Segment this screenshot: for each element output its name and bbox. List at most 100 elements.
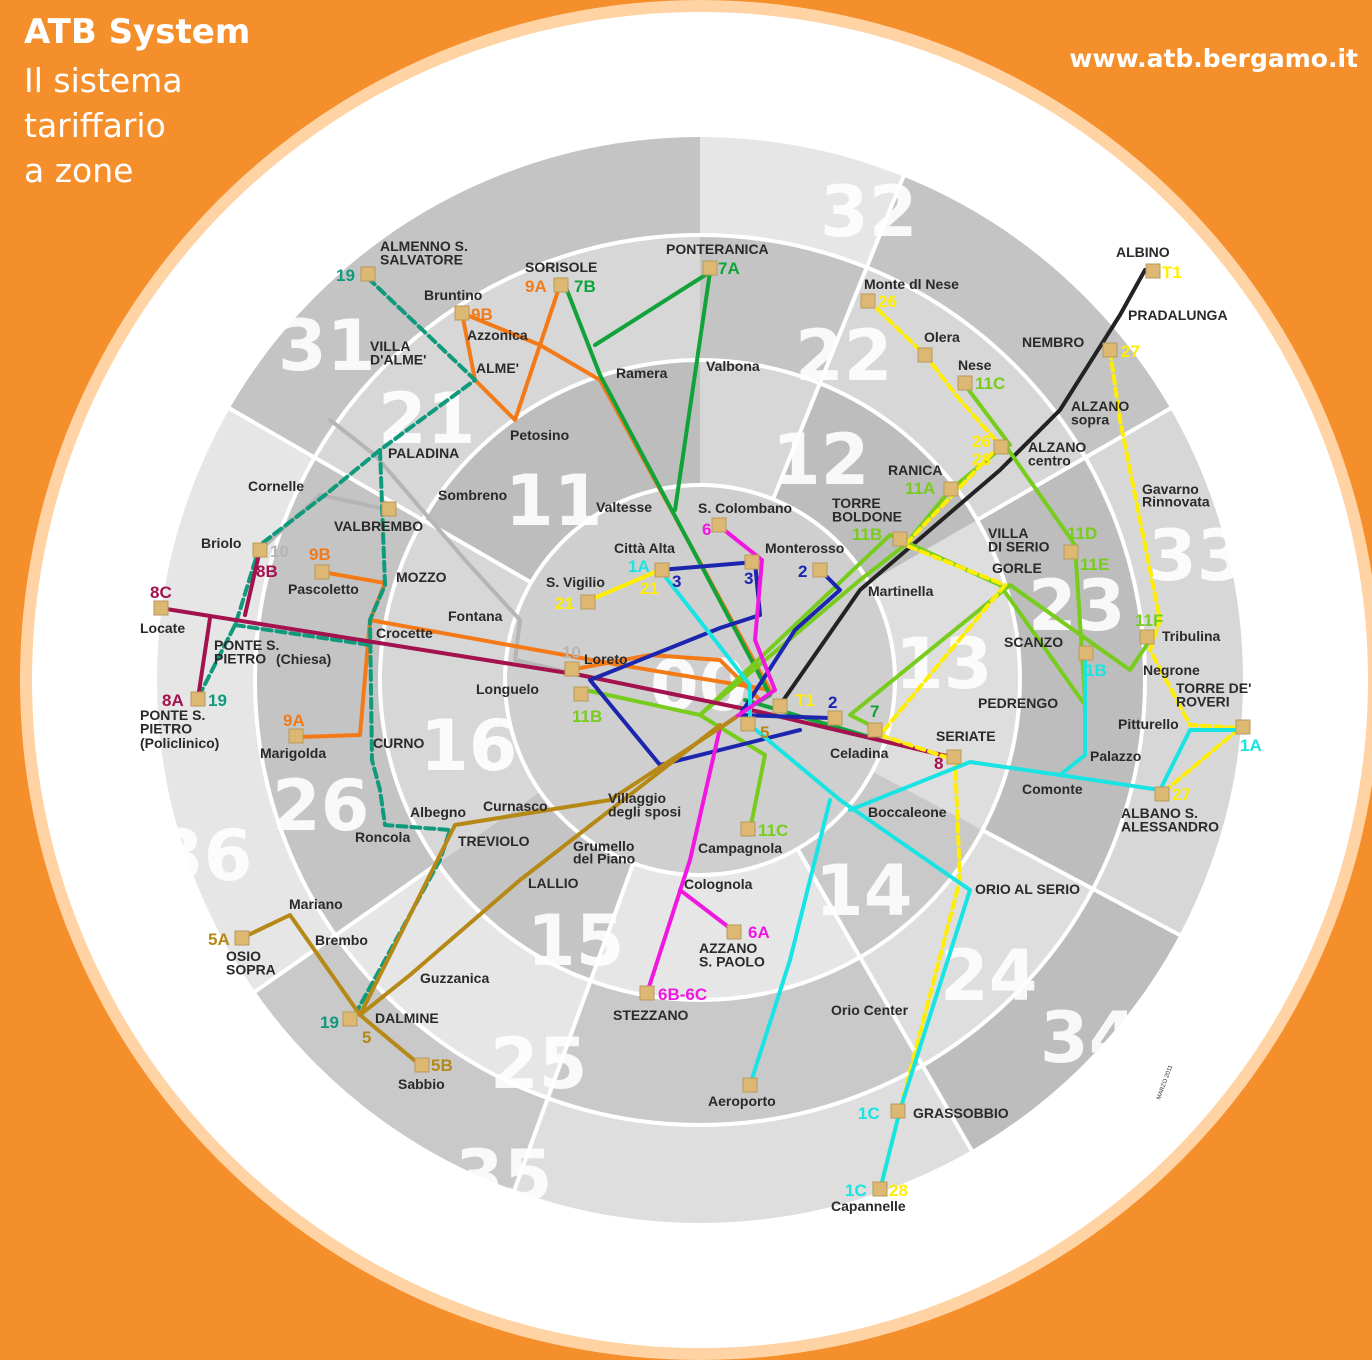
stop-alme: ALME'	[476, 360, 519, 376]
stop-bruntino: Bruntino	[424, 287, 482, 303]
line-label-7a: 7A	[718, 259, 740, 278]
line-label-11b-longuelo: 11B	[572, 707, 602, 726]
stop-ponte-s-pietro-policlinico: PONTE S.PIETRO	[140, 707, 205, 736]
line-teal-19c	[233, 623, 372, 647]
stop-sombreno: Sombreno	[438, 487, 507, 503]
zone-label-31: 31	[278, 305, 375, 387]
stop-orio-al-serio: ORIO AL SERIO	[975, 881, 1080, 897]
line-label-1a-citta: 1A	[628, 557, 650, 576]
zone-label-34: 34	[1040, 997, 1137, 1079]
stop-longuelo: Longuelo	[476, 681, 539, 697]
website-link[interactable]: www.atb.bergamo.it	[1069, 44, 1358, 73]
stop-monte-nese: Monte dl Nese	[864, 276, 959, 292]
zone-numbers: 00 11 12 13 14 15 16 21 22 23 24 25 26 3…	[155, 65, 1245, 1217]
line-label-10-briolo: 10	[270, 542, 289, 561]
page-subtitle: Il sistema tariffario a zone	[24, 61, 183, 190]
line-brown-5a	[240, 913, 362, 1017]
line-label-11c-campagnola: 11C	[758, 821, 788, 840]
line-label-9a-sorisole: 9A	[525, 277, 547, 296]
line-gray-10	[328, 418, 582, 677]
zone-label-32: 32	[820, 171, 917, 253]
stop-guzzanica: Guzzanica	[420, 970, 489, 986]
stop-monterosso: Monterosso	[765, 540, 844, 556]
zone-sector	[253, 935, 548, 1193]
line-teal-19	[196, 276, 477, 700]
zone-label-11: 11	[505, 460, 602, 542]
stop-albino: ALBINO	[1116, 244, 1170, 260]
stop-palazzo: Palazzo	[1090, 748, 1141, 764]
line-label-t1-center: T1	[795, 691, 815, 710]
zone-label-24: 24	[940, 935, 1037, 1017]
line-label-1a-roveri: 1A	[1240, 736, 1262, 755]
zone-label-36: 36	[155, 815, 252, 897]
stop-marigolda: Marigolda	[260, 745, 326, 761]
stop-valbona: Valbona	[706, 358, 760, 374]
stop-mozzo: MOZZO	[396, 569, 447, 585]
line-label-27-albano: 27	[1172, 785, 1191, 804]
line-magenta-6	[646, 523, 777, 992]
zone-sector	[155, 407, 336, 993]
line-cyan-airport	[748, 798, 832, 1087]
line-label-6b-6c: 6B-6C	[658, 985, 707, 1004]
zone-label-42: 42	[850, 65, 947, 147]
zone-label-12: 12	[772, 419, 869, 501]
stop-boccaleone: Boccaleone	[868, 804, 947, 820]
zone-label-26: 26	[272, 765, 369, 847]
zone-label-14: 14	[815, 850, 912, 932]
line-label-19-dalmine: 19	[320, 1013, 339, 1032]
zone-sector	[314, 235, 700, 520]
line-magenta-6a	[678, 888, 737, 934]
stop-scanzo: SCANZO	[1004, 634, 1063, 650]
stop-ponteranica: PONTERANICA	[666, 241, 769, 257]
stop-citta-alta: Città Alta	[614, 540, 675, 556]
line-label-1c-capannelle: 1C	[845, 1181, 867, 1200]
line-label-28-alzano: 28	[972, 450, 991, 469]
line-maroon-8	[158, 606, 957, 760]
line-label-27-nembro: 27	[1121, 342, 1140, 361]
line-green-11	[583, 443, 1087, 717]
stop-almenno-salvatore: ALMENNO S.SALVATORE	[380, 238, 468, 267]
line-yellow-26	[866, 298, 1007, 1192]
line-label-19-almenno: 19	[336, 266, 355, 285]
stop-cornelle: Cornelle	[248, 478, 304, 494]
stop-albano: ALBANO S.ALESSANDRO	[1121, 805, 1219, 834]
stop-orio-center: Orio Center	[831, 1002, 909, 1018]
stop-nembro: NEMBRO	[1022, 334, 1084, 350]
stop-celadina: Celadina	[830, 745, 889, 761]
line-label-2-monterosso: 2	[798, 562, 807, 581]
line-cyan-palazzo	[1058, 648, 1087, 777]
line-label-5-dalmine: 5	[362, 1028, 371, 1047]
line-label-8c: 8C	[150, 583, 172, 602]
line-yellow-21	[588, 568, 662, 602]
stop-mariano: Mariano	[289, 896, 343, 912]
stop-treviolo: TREVIOLO	[458, 833, 530, 849]
stop-seriate: SERIATE	[936, 728, 996, 744]
zone-sector	[700, 235, 867, 384]
zone-sector	[379, 520, 541, 864]
line-cyan-east	[848, 728, 1247, 812]
line-label-11e: 11E	[1080, 555, 1109, 574]
line-label-11f: 11F	[1135, 611, 1163, 630]
zone-sector	[254, 457, 438, 936]
line-label-8a: 8A	[162, 691, 184, 710]
zone-sectors	[155, 135, 1245, 1225]
stop-martinella: Martinella	[868, 583, 934, 599]
stop-crocette: Crocette	[376, 625, 433, 641]
stop-olera: Olera	[924, 329, 960, 345]
stop-campagnola: Campagnola	[698, 840, 782, 856]
stop-pedrengo: PEDRENGO	[978, 695, 1058, 711]
stop-valtesse: Valtesse	[596, 499, 652, 515]
line-label-11c-nese: 11C	[975, 374, 1005, 393]
line-label-3-citta: 3	[672, 572, 681, 591]
line-blue-2	[738, 568, 842, 720]
stop-valbrembo: VALBREMBO	[334, 518, 423, 534]
line-label-6-colombano: 6	[702, 520, 711, 539]
stop-lallio: LALLIO	[528, 875, 579, 891]
